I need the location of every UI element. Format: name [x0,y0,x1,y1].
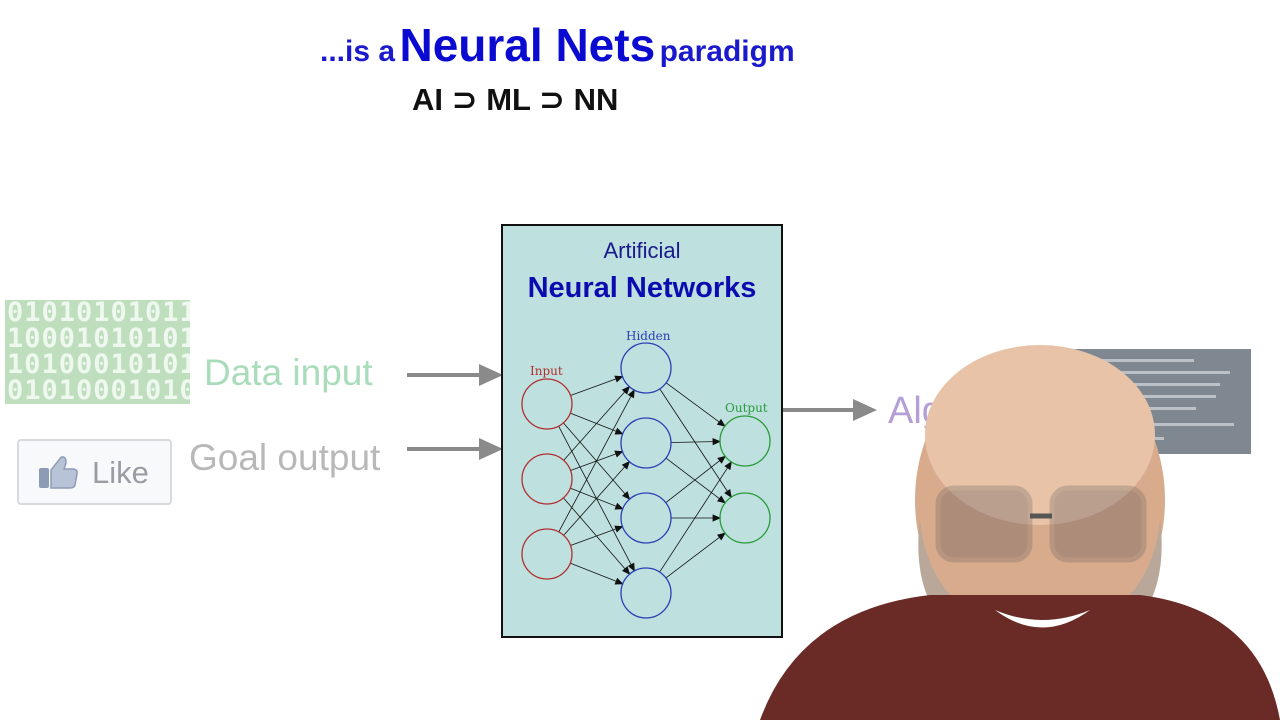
edge-arrowhead [614,427,624,435]
network-edge [665,456,726,503]
edge-arrowhead [716,495,726,504]
input-node [521,528,573,580]
network-edge [665,382,726,427]
network-diagram: Input Hidden Output [521,329,771,619]
input-node [521,453,573,505]
output-node [719,415,771,467]
edge-arrowhead [716,532,726,541]
right-arrow-icon [407,364,503,386]
network-edge [570,376,623,396]
hidden-node [620,417,672,469]
network-edge [665,457,726,504]
right-arrow-icon [407,438,503,460]
edge-arrowhead [724,461,732,471]
edge-arrowhead [622,566,631,575]
hidden-node [620,342,672,394]
input-node [521,378,573,430]
edge-arrowhead [622,491,631,500]
edge-arrowhead [627,562,635,572]
edge-arrowhead [717,455,727,464]
box-heading-big: Neural Networks [527,272,757,304]
edge-arrowhead [614,525,624,533]
edge-arrowhead [712,438,722,446]
edge-arrowhead [724,488,732,498]
edge-arrowhead [621,385,631,395]
network-edge [670,441,721,443]
like-button: Like [17,439,172,505]
hidden-node [620,567,672,619]
layer-label-hidden: Hidden [626,329,671,343]
box-heading-small: Artificial [603,238,681,263]
edge-arrowhead [621,460,631,470]
thumbs-up-icon [37,454,79,495]
network-edges [558,375,732,585]
goal-output-label: Goal output [189,437,381,478]
title-prefix: ...is a [320,35,396,68]
edge-arrowhead [716,418,726,427]
edge-arrowhead [614,502,624,510]
network-nodes [521,342,771,619]
data-input-label: Data input [204,352,373,393]
right-arrow-icon [783,399,877,421]
network-edge [659,388,732,498]
like-label: Like [92,455,149,490]
network-edge [570,526,623,546]
binary-line: 10100010101 [7,349,190,380]
subset-relation: AI ⊃ ML ⊃ NN [412,82,619,117]
network-edge [570,562,623,585]
network-edge [563,386,630,461]
layer-label-input: Input [530,364,563,378]
hidden-node [620,492,672,544]
edge-arrowhead [627,389,635,399]
network-edge [659,461,732,573]
output-node [719,492,771,544]
layer-label-output: Output [725,401,768,415]
binary-data-image: 01010101011 10001010101 10100010101 0101… [5,300,190,404]
presenter-webcam [760,345,1280,720]
binary-line: 01010001010 [7,375,190,404]
slide-title: ...is a Neural Nets paradigm [320,18,795,72]
network-edge [558,389,635,533]
network-edge [665,532,726,579]
title-suffix: paradigm [659,35,795,68]
edge-arrowhead [614,375,624,383]
binary-line: 01010101011 [7,300,190,328]
network-edge [563,461,630,536]
neural-network-box: Artificial Neural Networks Input Hidden … [501,224,783,638]
binary-line: 10001010101 [7,323,190,354]
edge-arrowhead [712,514,722,522]
title-main: Neural Nets [399,19,656,71]
edge-arrowhead [614,450,624,458]
edge-arrowhead [614,577,624,585]
